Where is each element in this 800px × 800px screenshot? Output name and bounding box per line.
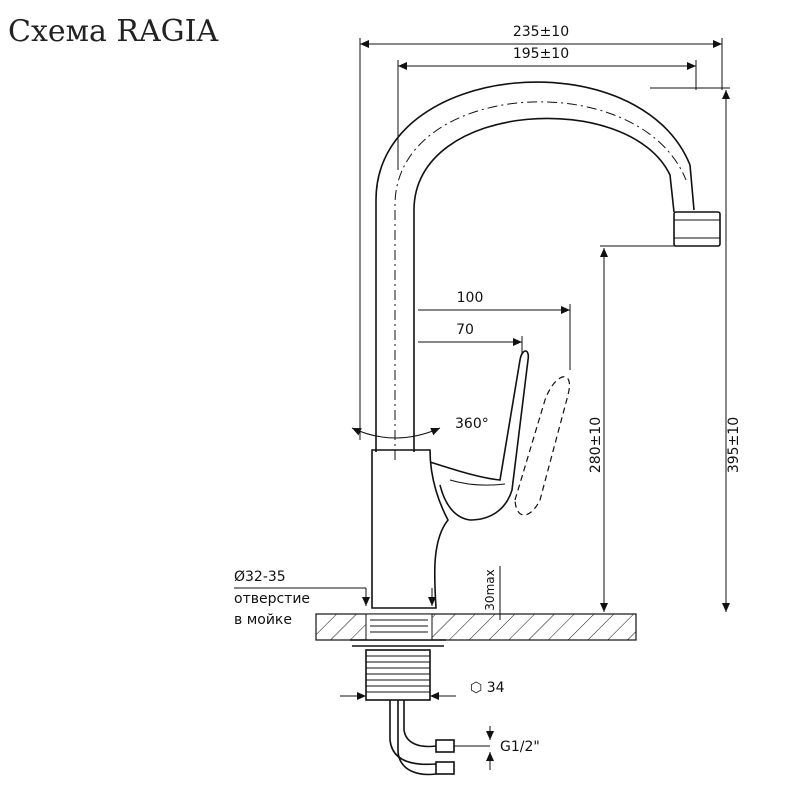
dim-30max-label: 30max	[483, 569, 497, 610]
hose-fitting-2	[435, 761, 455, 775]
aerator	[673, 211, 721, 247]
dim-30max: 30max	[483, 566, 501, 620]
hole-note-line2: отверстие	[234, 591, 310, 607]
connection-label: G1/2"	[500, 739, 540, 755]
hole-note-diameter: Ø32-35	[234, 569, 286, 585]
spout	[375, 81, 730, 460]
dim-280-label: 280±10	[588, 417, 604, 473]
dim-280: 280±10	[588, 245, 690, 612]
dim-235-label: 235±10	[513, 24, 569, 40]
rotation-label: 360°	[455, 416, 489, 432]
faucet-body	[371, 350, 570, 609]
rotation-arrow: 360°	[351, 416, 489, 439]
nut-size-label: ⬡ 34	[470, 680, 505, 696]
dim-395: 395±10	[722, 90, 742, 612]
threaded-shank: ⬡ 34	[340, 649, 505, 701]
dim-195-label: 195±10	[513, 46, 569, 62]
dim-195: 195±10	[397, 46, 697, 170]
supply-hoses: G1/2"	[389, 700, 540, 776]
dim-100: 100	[418, 290, 571, 370]
dim-70: 70	[418, 322, 523, 355]
hose-fitting-1	[435, 739, 455, 753]
page-title: Схема RAGIA	[8, 14, 219, 49]
hole-note: Ø32-35 отверстие в мойке	[234, 569, 436, 628]
countertop	[315, 613, 637, 647]
hole-note-line3: в мойке	[234, 612, 292, 628]
dim-70-label: 70	[456, 322, 474, 338]
dim-235: 235±10	[359, 24, 723, 440]
dim-395-label: 395±10	[726, 417, 742, 473]
dim-100-label: 100	[457, 290, 484, 306]
